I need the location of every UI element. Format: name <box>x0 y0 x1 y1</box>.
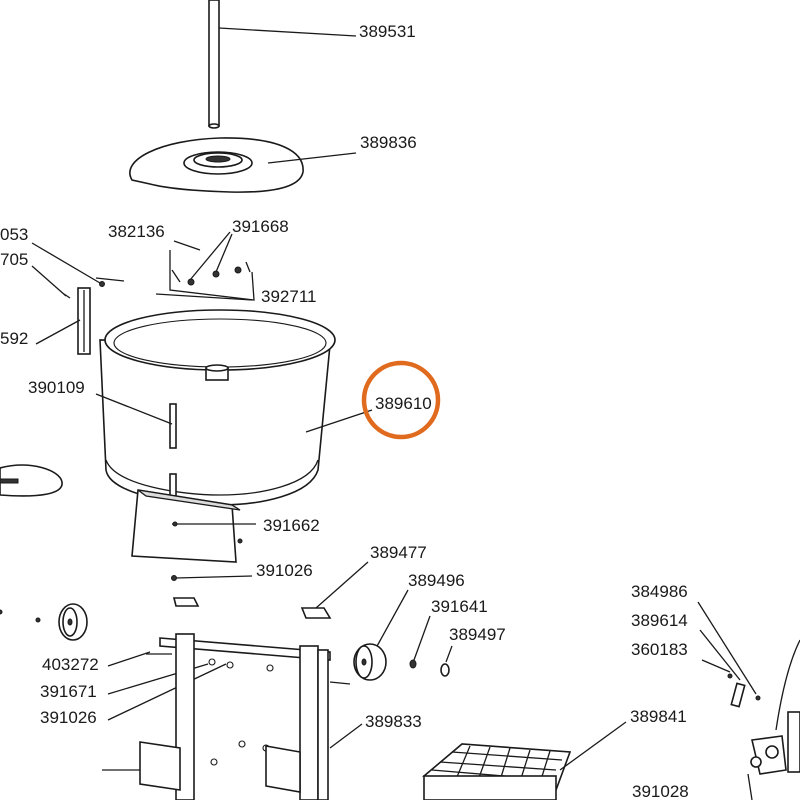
leader-592 <box>35 319 81 345</box>
pad-389477 <box>300 607 332 619</box>
left-plate-part <box>0 464 63 497</box>
valve-parts <box>727 673 761 708</box>
part-label-389841: 389841 <box>630 707 687 726</box>
leader-390109 <box>95 393 173 425</box>
nut-389497 <box>440 663 450 677</box>
part-label-391662: 391662 <box>263 516 320 535</box>
leader-389496 <box>375 589 409 649</box>
part-label-592: 592 <box>0 329 28 348</box>
part-label-389496: 389496 <box>408 571 465 590</box>
wheel-389496 <box>353 643 387 681</box>
lower-block-part <box>131 489 256 563</box>
frame-389833 <box>102 633 351 800</box>
washer-391026 <box>171 575 177 581</box>
highlight-circle <box>361 360 441 440</box>
part-label-389477: 389477 <box>370 543 427 562</box>
part-label-392711: 392711 <box>261 287 316 306</box>
part-label-391028: 391028 <box>632 782 689 800</box>
rod-392711 <box>155 293 253 301</box>
screw-parts <box>63 277 125 299</box>
part-label-360183: 360183 <box>631 640 688 659</box>
nut-391641 <box>409 659 417 669</box>
part-label-384986: 384986 <box>631 582 688 601</box>
part-label-382136: 382136 <box>108 222 165 241</box>
leader-389610 <box>305 409 373 433</box>
leader-391668-a <box>189 231 231 281</box>
leader-403272 <box>107 651 151 667</box>
leader-384986 <box>697 601 757 695</box>
regulator-assembly <box>747 639 800 800</box>
main-bowl-part <box>99 309 336 509</box>
leader-389477 <box>315 561 369 609</box>
grate-389841 <box>422 743 572 800</box>
leader-391026-a <box>175 575 253 579</box>
part-label-391641: 391641 <box>431 597 488 616</box>
part-label-389614: 389614 <box>631 611 688 630</box>
part-label-390109: 390109 <box>28 378 85 397</box>
shaft-part <box>208 0 220 129</box>
part-label-053: 053 <box>0 225 28 244</box>
part-label-705: 705 <box>0 250 28 269</box>
leader-389833 <box>329 723 363 749</box>
leader-389836 <box>267 152 357 164</box>
leader-389531 <box>218 27 357 37</box>
lid-plate-part <box>129 137 304 193</box>
leader-382136 <box>173 240 201 251</box>
leader-391026-b <box>107 663 227 721</box>
part-label-391026-a: 391026 <box>256 561 313 580</box>
screw-set-391668 <box>171 261 251 286</box>
part-label-391668: 391668 <box>232 217 289 236</box>
small-pin <box>237 538 243 544</box>
leader-360183 <box>701 659 731 673</box>
leader-391668-b <box>215 233 233 273</box>
wheel-403272 <box>0 603 88 641</box>
pad-left <box>172 597 200 607</box>
part-label-391671: 391671 <box>40 682 97 701</box>
part-label-389833: 389833 <box>365 712 422 731</box>
leader-705 <box>31 265 67 297</box>
part-label-389610: 389610 <box>375 394 432 413</box>
part-label-391026-b: 391026 <box>40 708 97 727</box>
support-bar-part <box>77 287 91 355</box>
part-label-389836: 389836 <box>360 133 417 152</box>
part-label-403272: 403272 <box>42 655 99 674</box>
part-label-389531: 389531 <box>359 22 416 41</box>
leader-053 <box>31 242 101 284</box>
bracket-392711 <box>169 250 255 301</box>
leader-389497 <box>445 645 453 663</box>
leader-389841 <box>559 721 627 771</box>
leader-391641 <box>413 615 431 661</box>
leader-389614 <box>699 629 741 681</box>
part-label-389497: 389497 <box>449 625 506 644</box>
